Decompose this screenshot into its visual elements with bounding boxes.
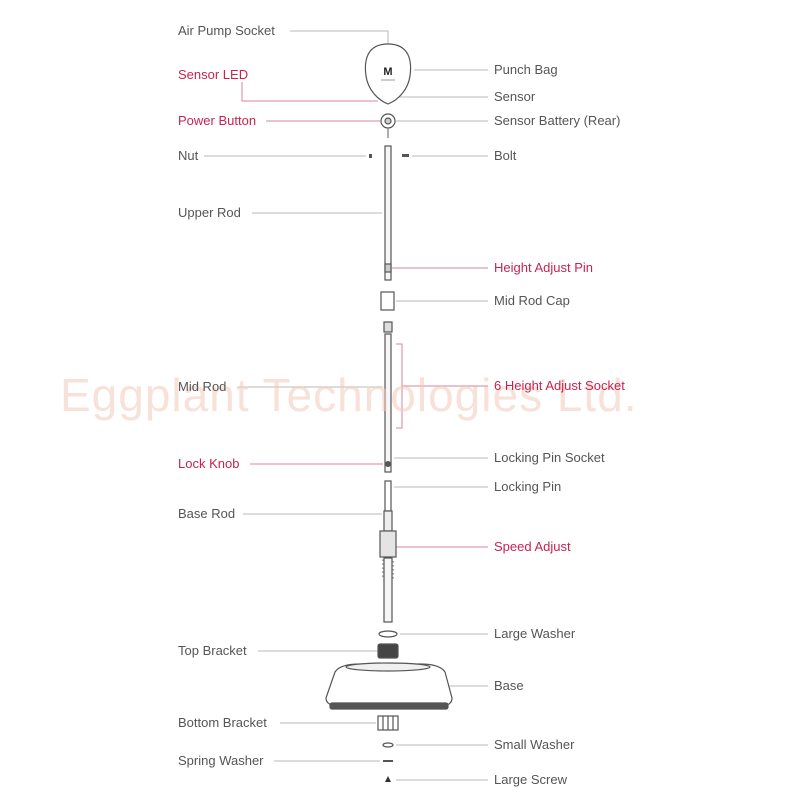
large-screw-part — [385, 776, 391, 782]
bag-logo: M — [383, 66, 392, 78]
mid-rod-part — [384, 333, 392, 473]
label-base: Base — [494, 678, 524, 693]
sensor-part — [380, 113, 396, 138]
label-lock-knob: Lock Knob — [178, 456, 240, 471]
label-bolt: Bolt — [494, 148, 517, 163]
label-punch-bag: Punch Bag — [494, 62, 558, 77]
label-locking-pin: Locking Pin — [494, 479, 562, 494]
label-nut: Nut — [178, 148, 199, 163]
label-small-washer: Small Washer — [494, 737, 575, 752]
label-height-adjust-pin: Height Adjust Pin — [494, 260, 594, 275]
label-sensor-led: Sensor LED — [178, 67, 249, 82]
label-locking-pin-socket: Locking Pin Socket — [494, 450, 605, 465]
label-speed-adjust: Speed Adjust — [494, 539, 571, 554]
large-washer-part — [378, 630, 398, 638]
spring-washer-part — [383, 760, 393, 762]
parts: M — [325, 43, 453, 782]
base-rod-part — [383, 557, 393, 623]
bottom-bracket-part — [377, 715, 399, 731]
label-spring-washer: Spring Washer — [178, 753, 264, 768]
height-adjust-pin-part — [384, 263, 392, 273]
mid-rod-tip-part — [383, 321, 393, 333]
label-height-adjust-socket: 6 Height Adjust Socket — [494, 378, 625, 393]
bolt-part — [402, 154, 409, 157]
nut-part — [369, 154, 372, 158]
label-base-rod: Base Rod — [178, 506, 236, 521]
base-rod-upper-part — [383, 510, 393, 532]
upper-rod-part — [384, 145, 392, 281]
label-large-screw: Large Screw — [494, 772, 567, 787]
watermark: Eggplant Technologies Ltd. — [60, 369, 638, 421]
label-sensor-battery: Sensor Battery (Rear) — [494, 113, 621, 128]
base-part — [325, 662, 453, 710]
label-large-washer: Large Washer — [494, 626, 576, 641]
label-top-bracket: Top Bracket — [178, 643, 247, 658]
leader-sensor-led — [241, 82, 378, 102]
punch-bag-part: M — [364, 43, 412, 105]
mid-rod-cap-part — [380, 291, 395, 311]
label-sensor: Sensor — [494, 89, 536, 104]
label-power-button: Power Button — [178, 113, 257, 128]
label-mid-rod-cap: Mid Rod Cap — [494, 293, 570, 308]
label-bottom-bracket: Bottom Bracket — [178, 715, 267, 730]
speed-adjust-part — [379, 530, 397, 558]
leader-air-pump-socket — [290, 30, 389, 44]
locking-pin-part — [384, 480, 392, 512]
top-bracket-part — [377, 643, 399, 659]
leader-lines — [204, 30, 488, 781]
lock-knob-part — [385, 461, 391, 467]
label-air-pump-socket: Air Pump Socket — [178, 23, 275, 38]
small-washer-part — [382, 742, 394, 748]
label-upper-rod: Upper Rod — [178, 205, 241, 220]
label-mid-rod: Mid Rod — [178, 379, 227, 394]
